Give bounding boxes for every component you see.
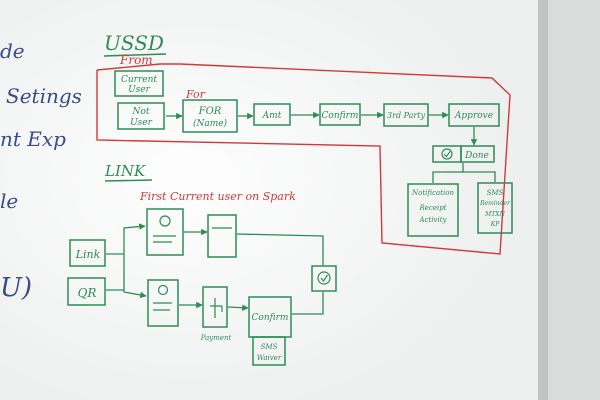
sms-line1: SMS — [487, 189, 504, 197]
avatar-icon-top — [159, 215, 171, 227]
link-confirm-label: Confirm — [252, 313, 289, 323]
payment-glyph — [210, 298, 223, 318]
notification-line2: Receipt — [418, 204, 446, 212]
confirm-box — [319, 103, 361, 126]
left-word-4: le — [0, 189, 18, 213]
current-user-box — [114, 70, 164, 97]
left-word-2: Setings — [6, 84, 82, 108]
from-label: From — [119, 53, 153, 67]
notification-line3: Activity — [419, 216, 448, 224]
not-user-box — [117, 102, 165, 130]
amt-label: Amt — [262, 111, 282, 121]
red-outline — [96, 63, 511, 255]
qr-input-box — [67, 277, 106, 306]
confirm-label: Confirm — [322, 111, 359, 121]
sms-line3: MTXN — [484, 211, 505, 218]
amt-box — [253, 103, 291, 126]
payment-screen — [202, 286, 228, 328]
for-label: For — [185, 88, 206, 101]
approve-label: Approve — [454, 111, 493, 121]
for-name-line1: FOR — [198, 106, 222, 117]
for-name-line2: (Name) — [193, 118, 228, 129]
sms-box — [477, 182, 513, 234]
not-user-line2: User — [130, 118, 153, 128]
sms-waiver-line2: Waiver — [257, 354, 282, 362]
notification-line1: Notification — [411, 189, 454, 197]
third-party-label: 3rd Party — [387, 111, 425, 120]
link-input-label: Link — [75, 248, 101, 261]
payment-label: Payment — [200, 334, 232, 342]
link-subtitle: First Current user on Spark — [139, 190, 296, 203]
done-box — [460, 145, 495, 163]
sms-line2: Reminder — [479, 200, 511, 207]
link-title: LINK — [104, 162, 146, 180]
phone-screen-bottom — [147, 279, 179, 327]
check-circle-icon — [441, 148, 453, 160]
for-name-box — [182, 99, 238, 133]
left-word-1: de — [0, 39, 25, 63]
qr-input-label: QR — [78, 286, 97, 300]
approve-box — [448, 103, 500, 127]
link-input-box — [69, 239, 106, 267]
ussd-title: USSD — [104, 31, 164, 55]
avatar-icon-bottom — [157, 284, 169, 296]
third-party-box — [383, 103, 429, 127]
current-user-line1: Current — [121, 75, 157, 85]
left-word-5: U) — [0, 273, 32, 303]
sms-waiver-line1: SMS — [261, 343, 278, 351]
current-user-line2: User — [128, 85, 151, 95]
notification-box — [407, 183, 459, 237]
not-user-line1: Not — [132, 107, 150, 117]
left-word-3: nt Exp — [0, 127, 66, 151]
board-frame — [538, 0, 548, 400]
sms-line4: KP — [490, 221, 500, 228]
check-circle-icon-link — [317, 271, 331, 285]
check-box-link — [311, 265, 337, 292]
screen-top-2 — [207, 214, 237, 258]
done-label: Done — [464, 151, 489, 161]
phone-screen-top — [146, 208, 184, 256]
